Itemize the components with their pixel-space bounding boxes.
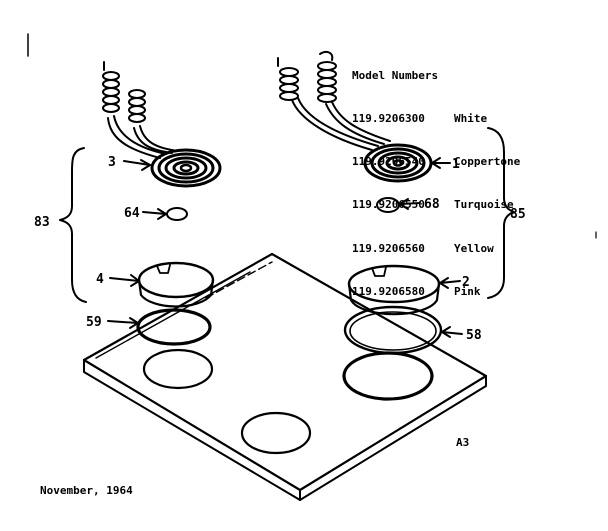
model-color: Coppertone bbox=[454, 155, 521, 169]
brace-85 bbox=[487, 127, 515, 299]
callout-1: 1 bbox=[452, 157, 460, 172]
leader-68 bbox=[399, 202, 421, 205]
heating-element-1 bbox=[277, 51, 433, 183]
publication-date: November, 1964 bbox=[40, 484, 133, 497]
callout-68: 68 bbox=[424, 197, 440, 212]
leader-3 bbox=[123, 160, 151, 166]
leader-64 bbox=[142, 211, 167, 215]
callout-59: 59 bbox=[86, 315, 102, 330]
leader-4 bbox=[109, 277, 140, 282]
callout-58: 58 bbox=[466, 328, 482, 343]
model-number: 119.9206540 bbox=[352, 155, 425, 169]
rear-right-burner-hole bbox=[342, 351, 434, 401]
model-color: White bbox=[454, 112, 488, 126]
callout-3: 3 bbox=[108, 155, 116, 170]
trim-ring-58 bbox=[343, 305, 443, 355]
part-64 bbox=[166, 207, 188, 221]
front-burner-hole bbox=[240, 411, 312, 455]
drip-pan-2 bbox=[347, 264, 441, 316]
part-68 bbox=[376, 197, 400, 213]
callout-64: 64 bbox=[124, 206, 140, 221]
callout-83: 83 bbox=[34, 215, 50, 230]
model-row: 119.9206550 Turquoise bbox=[352, 198, 520, 212]
leader-58 bbox=[441, 331, 463, 335]
model-number: 119.9206300 bbox=[352, 112, 425, 126]
callout-85: 85 bbox=[510, 207, 526, 222]
drip-pan-4 bbox=[137, 261, 215, 308]
brace-83 bbox=[59, 147, 87, 303]
model-color: Pink bbox=[454, 284, 481, 298]
model-numbers-heading: Model Numbers bbox=[352, 68, 439, 82]
model-row: 119.9206560 Yellow bbox=[352, 242, 520, 256]
model-number: 119.9206550 bbox=[352, 198, 425, 212]
cooktop-plate bbox=[82, 252, 488, 501]
model-row: 119.9206540 Coppertone bbox=[352, 155, 520, 169]
trim-ring-59 bbox=[136, 308, 212, 346]
model-number: 119.9206580 bbox=[352, 284, 425, 298]
callout-4: 4 bbox=[96, 272, 104, 287]
model-color: Yellow bbox=[454, 241, 494, 255]
heating-element-3 bbox=[102, 61, 222, 188]
model-number: 119.9206560 bbox=[352, 241, 425, 255]
model-color: Turquoise bbox=[454, 198, 514, 212]
leader-2 bbox=[439, 280, 461, 284]
sheet-id: A3 bbox=[456, 436, 470, 449]
model-row: 119.9206300 White bbox=[352, 112, 520, 126]
rear-left-burner-hole bbox=[142, 348, 214, 390]
model-numbers-list: Model Numbers 119.9206300 White 119.92065… bbox=[352, 40, 520, 328]
model-row: 119.9206580 Pink bbox=[352, 285, 520, 299]
callout-2: 2 bbox=[462, 275, 470, 290]
leader-59 bbox=[107, 320, 139, 324]
